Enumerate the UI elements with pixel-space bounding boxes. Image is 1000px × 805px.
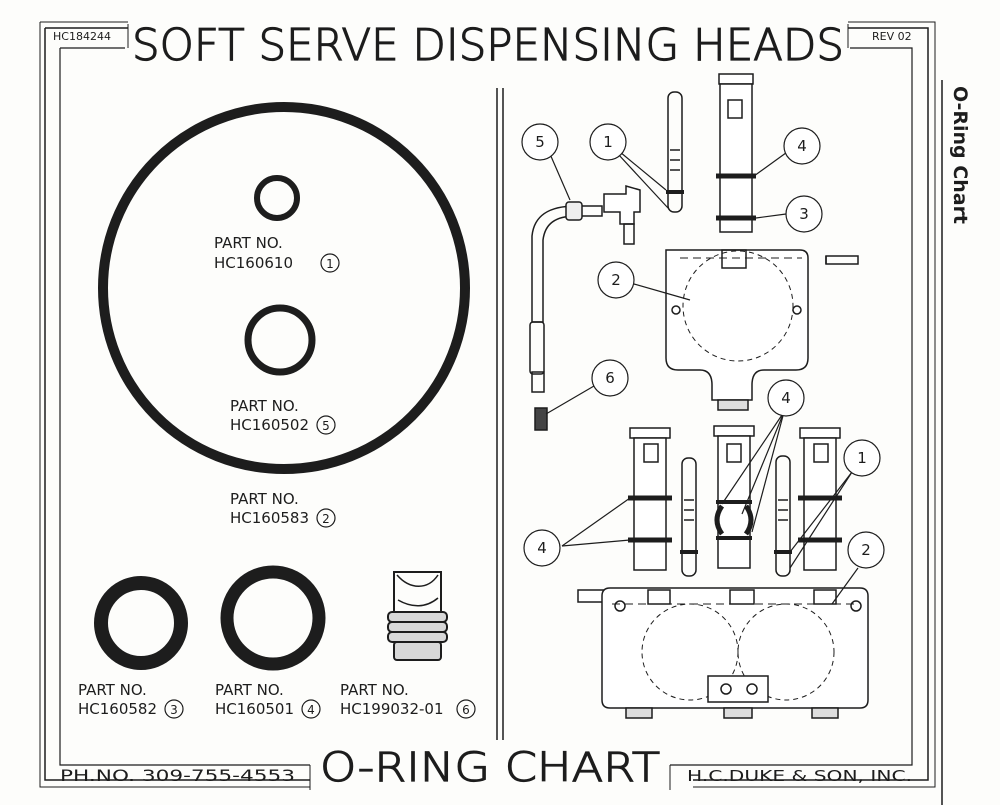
part-label-title: PART NO. <box>230 490 299 508</box>
callout-number: 4 <box>781 389 791 407</box>
part-callout-number: 2 <box>322 512 330 526</box>
o-ring-small-hc160610 <box>254 175 300 221</box>
part-label-5: PART NO. HC160502 5 <box>230 397 336 435</box>
phone-number: PH.NO. 309-755-4553 <box>60 766 295 785</box>
callout-number: 6 <box>605 369 615 387</box>
callout-4-bottom-left <box>523 529 561 567</box>
o-ring-large-hc160583 <box>98 102 470 474</box>
callout-number: 5 <box>535 133 545 151</box>
callout-number: 3 <box>799 205 809 223</box>
part-label-3: PART NO. HC160582 3 <box>78 681 184 719</box>
callout-2-top <box>597 261 635 299</box>
part-callout-number: 3 <box>170 703 178 717</box>
callout-4-bottom-center <box>767 379 805 417</box>
part-label-6: PART NO. HC199032-01 6 <box>340 681 476 719</box>
chart-title: O-RING CHART <box>320 745 660 791</box>
part-number: HC160502 <box>230 416 309 434</box>
part-callout-number: 6 <box>462 703 470 717</box>
callout-number: 4 <box>537 539 547 557</box>
side-tab-label: O-Ring Chart <box>949 86 971 224</box>
callout-2-bottom <box>847 531 885 569</box>
part-label-title: PART NO. <box>215 681 284 699</box>
callout-4-top <box>783 127 821 165</box>
callout-number: 4 <box>797 137 807 155</box>
part-label-4: PART NO. HC160501 4 <box>215 681 321 719</box>
o-ring-hc160582 <box>94 576 188 670</box>
callout-5-top <box>521 123 559 161</box>
o-ring-hc160501 <box>220 565 326 671</box>
callout-6-top <box>591 359 629 397</box>
callout-number: 1 <box>603 133 613 151</box>
part-label-title: PART NO. <box>230 397 299 415</box>
callout-number: 1 <box>857 449 867 467</box>
o-ring-medium-hc160502 <box>244 304 316 376</box>
assembly-callouts <box>521 123 885 569</box>
part-number: HC160501 <box>215 700 294 718</box>
nozzle-cap-hc199032 <box>387 571 448 661</box>
double-head-assembly <box>577 425 869 719</box>
callout-number: 2 <box>861 541 871 559</box>
part-callout-number: 5 <box>322 419 330 433</box>
single-head-assembly <box>529 73 859 431</box>
part-label-title: PART NO. <box>214 234 283 252</box>
leader-lines <box>545 149 859 605</box>
part-number: HC160610 <box>214 254 293 272</box>
part-label-title: PART NO. <box>340 681 409 699</box>
part-number: HC199032-01 <box>340 700 444 718</box>
company-name: H.C.DUKE & SON, INC. <box>687 767 912 785</box>
part-number: HC160582 <box>78 700 157 718</box>
callout-1-bottom <box>843 439 881 477</box>
part-callout-number: 4 <box>307 703 315 717</box>
callout-number: 2 <box>611 271 621 289</box>
part-number: HC160583 <box>230 509 309 527</box>
document-number: HC184244 <box>53 30 111 43</box>
revision-label: REV 02 <box>872 30 912 43</box>
part-label-2: PART NO. HC160583 2 <box>230 490 336 528</box>
part-label-1: PART NO. HC160610 1 <box>214 234 340 273</box>
part-callout-number: 1 <box>326 257 334 271</box>
page-title: SOFT SERVE DISPENSING HEADS <box>132 20 844 71</box>
part-label-title: PART NO. <box>78 681 147 699</box>
sheet-border <box>39 21 936 790</box>
assembly-callout-numbers: 5 1 4 3 2 6 4 1 4 2 <box>535 133 871 559</box>
callout-1-top <box>589 123 627 161</box>
callout-3-top <box>785 195 823 233</box>
